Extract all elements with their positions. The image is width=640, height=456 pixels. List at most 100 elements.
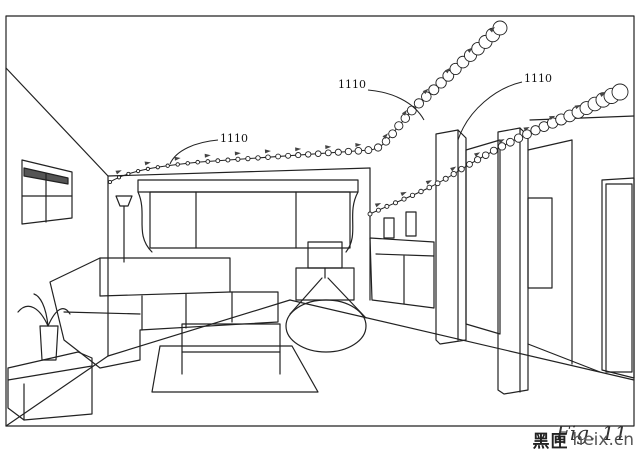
trail-bead	[175, 162, 180, 167]
figure-label: Fig. 11	[555, 421, 627, 445]
reference-label-1110-right: 1110	[524, 72, 552, 85]
trail-bead	[442, 175, 449, 182]
trail-bead	[450, 170, 457, 178]
trail-arrow	[549, 115, 556, 120]
side-table	[7, 351, 93, 421]
trail-bead	[285, 152, 292, 159]
trail-arrow	[174, 156, 181, 161]
trail-arrow	[574, 104, 581, 110]
trail-bead	[334, 148, 342, 156]
back-window	[137, 179, 359, 253]
trail-bead	[275, 153, 281, 160]
trail-bead	[611, 83, 629, 101]
coffee-table	[181, 323, 281, 375]
trail-bead	[522, 129, 532, 140]
trail-bead	[428, 84, 440, 96]
trail-bead	[225, 157, 231, 163]
trail-arrow	[523, 126, 530, 132]
trail-bead	[375, 207, 381, 213]
trail-bead	[401, 196, 407, 202]
trail-bead	[107, 179, 113, 185]
trail-bead	[392, 200, 399, 206]
doorway-inner	[605, 183, 633, 373]
trail-bead	[165, 163, 170, 168]
trail-bead	[400, 113, 411, 123]
trail-bead	[344, 147, 353, 156]
trail-bead	[367, 211, 373, 217]
trail-bead	[305, 151, 312, 158]
trail-bead	[374, 143, 383, 152]
trail-arrow	[498, 139, 505, 144]
trail-bead	[155, 165, 160, 170]
trail-bead	[215, 158, 221, 164]
trail-bead	[245, 156, 251, 162]
rug	[151, 345, 319, 393]
trail-bead	[418, 188, 424, 195]
trail-bead	[489, 146, 498, 155]
trail-bead	[406, 105, 417, 116]
trail-arrow	[489, 26, 495, 33]
trail-bead	[394, 121, 404, 131]
trail-arrow	[355, 143, 362, 148]
trail-bead	[354, 147, 363, 155]
trail-bead	[205, 159, 211, 164]
trail-arrows	[115, 26, 606, 208]
trail-arrow	[144, 161, 151, 166]
trail-bead	[145, 166, 150, 171]
trail-arrow	[400, 191, 407, 197]
trail-arrow	[599, 92, 606, 98]
room-walls	[5, 67, 635, 427]
trail-bead	[235, 156, 241, 162]
trail-bead	[409, 192, 416, 199]
sofa	[49, 257, 279, 369]
reference-label-1110-top: 1110	[338, 78, 366, 91]
trail-arrow	[450, 166, 457, 172]
trail-arrow	[325, 145, 332, 150]
light-trails	[109, 27, 621, 215]
trail-bead	[381, 137, 391, 146]
trail-bead	[185, 161, 190, 166]
trail-bead	[435, 77, 447, 89]
trail-bead	[474, 156, 482, 164]
trail-bead	[126, 171, 131, 176]
floor-lamp	[115, 195, 133, 263]
kitchen-cabinets	[369, 211, 435, 309]
column-right	[497, 127, 529, 395]
reference-leaders	[169, 81, 523, 165]
wall-painting	[527, 197, 553, 289]
trail-arrow	[115, 170, 122, 175]
doorway	[601, 177, 635, 379]
trail-arrow	[295, 147, 302, 152]
trail-bead	[265, 154, 271, 160]
trail-bead	[388, 129, 397, 139]
watermark-cjk: 黑匣	[532, 432, 569, 452]
trail-beads	[107, 20, 629, 217]
trail-bead	[255, 155, 261, 161]
trail-bead	[195, 159, 200, 165]
partition	[465, 139, 601, 373]
reference-label-1110-left: 1110	[220, 132, 248, 145]
projection-cone	[285, 277, 367, 353]
trail-bead	[384, 203, 390, 209]
trail-arrow	[234, 151, 241, 156]
watermark: 黑匣 heix.cn	[532, 427, 634, 453]
column-left	[435, 129, 467, 345]
watermark-domain: heix.cn	[572, 429, 634, 450]
trail-bead	[434, 180, 441, 187]
trail-bead	[458, 165, 465, 173]
trail-arrow	[204, 153, 211, 158]
trail-arrow	[374, 202, 382, 208]
trail-bead	[466, 160, 473, 168]
trail-bead	[295, 152, 302, 159]
television	[295, 241, 355, 301]
trail-arrow	[382, 133, 389, 139]
trail-arrow	[466, 47, 473, 53]
trail-bead	[116, 175, 122, 180]
trail-bead	[413, 98, 424, 109]
trail-bead	[364, 146, 373, 155]
trail-arrow	[401, 109, 408, 116]
trail-arrow	[264, 149, 271, 154]
trail-bead	[314, 150, 322, 157]
trail-bead	[505, 137, 515, 147]
